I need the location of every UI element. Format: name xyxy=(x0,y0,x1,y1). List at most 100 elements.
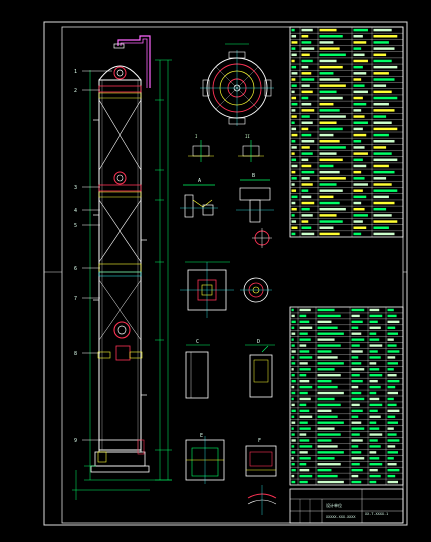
table-cell-text xyxy=(299,374,307,377)
table-cell-text xyxy=(317,445,338,448)
table-cell-text xyxy=(369,433,383,436)
table-cell-text xyxy=(353,214,368,217)
table-cell-text xyxy=(299,362,308,365)
table-cell-text xyxy=(373,102,389,106)
table-cell-text xyxy=(317,308,335,312)
table-cell-text xyxy=(353,189,363,192)
table-cell-text xyxy=(353,84,365,87)
table-cell-text xyxy=(299,445,313,448)
table-cell-text xyxy=(291,457,294,460)
table-cell-text xyxy=(301,226,312,229)
table-cell-text xyxy=(291,121,295,124)
table-cell-text xyxy=(351,397,365,401)
table-cell-text xyxy=(373,214,392,217)
table-cell-text xyxy=(369,344,383,347)
table-cell-text xyxy=(317,385,338,389)
plan-view xyxy=(200,43,274,126)
table-cell-text xyxy=(369,385,381,389)
table-cell-text xyxy=(291,374,295,377)
table-cell-text xyxy=(319,214,337,217)
table-cell-text xyxy=(317,314,341,318)
table-cell-text xyxy=(299,308,311,312)
table-cell-text xyxy=(373,127,398,131)
table-cell-text xyxy=(353,195,367,199)
table-cell-text xyxy=(301,65,309,69)
table-cell-text xyxy=(291,308,294,312)
table-cell-text xyxy=(319,189,343,192)
table-cell-text xyxy=(351,439,363,442)
title-block: 设计单位 XXXXX-XXX-XXXX XX-T-XXXX-1 xyxy=(289,488,404,524)
table-cell-text xyxy=(351,385,359,389)
table-cell-text xyxy=(351,415,359,418)
table-cell-text xyxy=(319,109,340,112)
table-cell-text xyxy=(301,41,312,44)
table-cell-text xyxy=(387,415,396,418)
table-cell-text xyxy=(299,397,311,401)
table-cell-text xyxy=(291,152,295,155)
table-cell-text xyxy=(317,457,335,460)
table-cell-text xyxy=(299,463,307,466)
table-cell-text xyxy=(301,164,312,168)
table-cell-text xyxy=(299,326,313,329)
table-cell-text xyxy=(291,158,297,162)
section-detail-a xyxy=(180,184,218,218)
table-cell-text xyxy=(291,102,298,106)
part-number: 5 xyxy=(74,223,77,229)
table-cell-text xyxy=(387,356,396,359)
table-cell-text xyxy=(319,127,343,131)
table-cell-text xyxy=(369,403,383,407)
table-cell-text xyxy=(299,451,308,454)
part-numbers: 1 2 3 4 5 6 7 8 9 xyxy=(74,69,77,444)
table-cell-text xyxy=(301,90,313,94)
table-cell-text xyxy=(319,232,340,236)
table-cell-text xyxy=(353,220,363,223)
table-cell-text xyxy=(373,158,398,162)
table-cell-text xyxy=(369,397,380,401)
table-cell-text xyxy=(387,439,400,442)
table-cell-text xyxy=(291,41,298,44)
table-cell-text xyxy=(369,332,377,335)
table-cell-text xyxy=(301,35,309,38)
table-cell-text xyxy=(387,379,400,383)
table-cell-text xyxy=(319,226,334,229)
table-cell-text xyxy=(317,397,335,401)
table-cell-text xyxy=(387,433,397,436)
table-cell-text xyxy=(369,338,380,341)
table-cell-text xyxy=(319,47,340,50)
table-cell-text xyxy=(319,84,346,87)
table-cell-text xyxy=(301,47,315,50)
table-cell-text xyxy=(353,65,363,69)
table-cell-text xyxy=(301,72,312,75)
section-mark: B xyxy=(252,173,255,179)
table-cell-text xyxy=(291,115,297,118)
svg-text:II: II xyxy=(245,134,250,139)
table-cell-text xyxy=(369,439,378,442)
table-cell-text xyxy=(387,368,394,371)
table-cell-text xyxy=(319,207,346,211)
table-cell-text xyxy=(373,35,398,38)
table-cell-text xyxy=(369,320,378,324)
table-cell-text xyxy=(353,35,363,38)
table-cell-text xyxy=(387,332,398,335)
table-cell-text xyxy=(291,427,294,430)
table-cell-text xyxy=(351,314,360,318)
table-cell-text xyxy=(387,362,398,365)
table-cell-text xyxy=(317,391,344,395)
table-cell-text xyxy=(369,374,383,377)
table-cell-text xyxy=(369,457,380,460)
table-cell-text xyxy=(291,415,295,418)
table-cell-text xyxy=(353,53,365,57)
table-cell-text xyxy=(319,183,337,186)
table-cell-text xyxy=(351,379,363,383)
table-cell-text xyxy=(291,397,294,401)
title-block-text: XXXXX-XXX-XXXX xyxy=(326,515,356,519)
table-cell-text xyxy=(299,338,311,341)
table-cell-text xyxy=(291,421,296,424)
table-cell-text xyxy=(351,308,365,312)
table-cell-text xyxy=(387,421,398,424)
table-cell-text xyxy=(373,65,398,69)
table-cell-text xyxy=(319,59,337,63)
table-cell-text xyxy=(291,332,296,335)
table-cell-text xyxy=(373,59,392,63)
